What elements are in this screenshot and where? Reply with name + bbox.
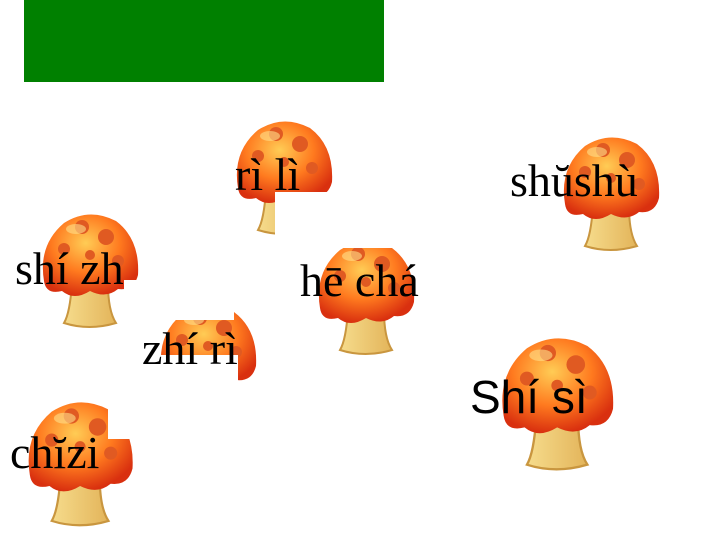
green-title-block [24,0,384,82]
word-shi-zh: shí zh [15,243,124,294]
white-card [108,355,238,439]
white-card [124,280,234,320]
word-shi-si: Shí sì [470,371,588,423]
word-chizi: chĭzi [10,427,100,478]
word-ri-li: rì lì [235,149,301,200]
word-he-cha: hē chá [300,255,419,306]
word-zhi-ri: zhí rì [142,323,238,374]
white-card [275,192,445,248]
word-shushu: shŭshù [510,155,638,206]
